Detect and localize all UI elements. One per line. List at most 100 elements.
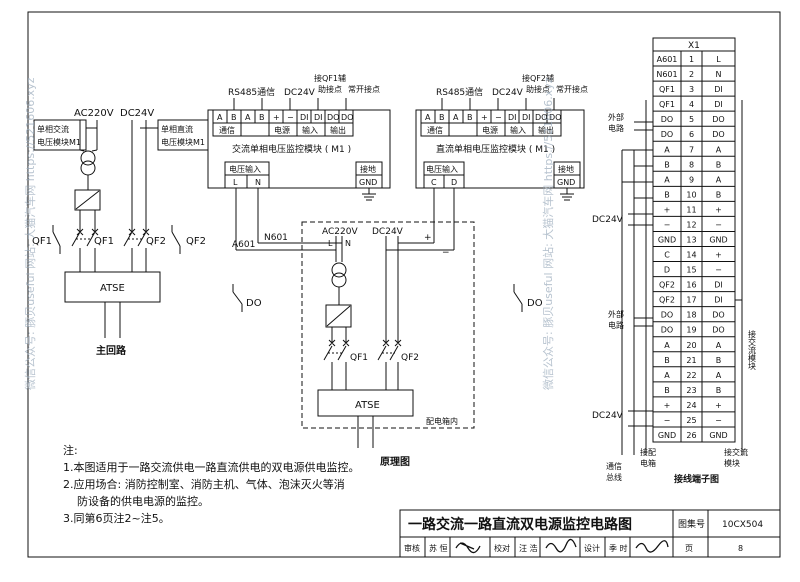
main-atse-label: ATSE	[100, 283, 125, 294]
left-do-label: DO	[246, 298, 262, 309]
terminal-right-label: GND	[709, 235, 727, 244]
title-block	[399, 509, 781, 558]
ac-group-power: 电源	[274, 125, 290, 135]
terminal-right-label: DI	[714, 100, 723, 109]
terminal-right-label: DO	[712, 130, 724, 139]
bottom-right-a: 接交流	[724, 447, 748, 457]
terminal-left-label: GND	[658, 431, 676, 440]
terminal-right-label: −	[715, 416, 722, 425]
ac-term-5: +	[273, 113, 280, 122]
ext-circuit-1-a: 外部	[608, 112, 624, 122]
terminal-number: 3	[689, 85, 694, 94]
note-1: 1.本图适用于一路交流供电一路直流供电的双电源供电监控。	[63, 461, 360, 474]
ac-module	[207, 98, 391, 201]
ext-circuit-2-a: 外部	[608, 309, 624, 319]
dc-module	[415, 98, 585, 201]
dc-group-input: 输入	[510, 125, 526, 135]
terminal-left-label: QF1	[659, 85, 675, 94]
ac-term-4: B	[259, 113, 265, 122]
terminal-number: 6	[689, 130, 694, 139]
ac-qf1-aux-label: 接QF1辅	[314, 73, 346, 83]
terminal-number: 13	[686, 235, 696, 244]
ac-term-10: DO	[341, 113, 353, 122]
ac-term-6: −	[287, 113, 294, 122]
role-check: 校对	[494, 543, 510, 553]
terminal-right-label: A	[716, 175, 722, 184]
qf1-label: QF1	[94, 236, 114, 247]
ac-dc24v-label: DC24V	[284, 88, 316, 98]
ac-ground-term: GND	[359, 178, 377, 187]
dc-ground-label: 接地	[558, 164, 574, 174]
terminal-right-label: GND	[709, 431, 727, 440]
terminal-number: 4	[689, 100, 694, 109]
terminal-number: 21	[686, 356, 696, 365]
dc-term-2: B	[439, 113, 445, 122]
schematic-ac-label: AC220V	[322, 227, 358, 237]
dc-term-8: DI	[522, 113, 531, 122]
terminal-right-label: A	[716, 371, 722, 380]
terminal-left-label: B	[664, 160, 670, 169]
terminal-number: 23	[686, 386, 696, 395]
terminal-number: 15	[686, 266, 696, 275]
terminal-number: 11	[686, 205, 696, 214]
terminal-left-label: DO	[661, 130, 673, 139]
n601-label: N601	[264, 233, 288, 243]
terminal-dc24v-1: DC24V	[592, 215, 624, 225]
terminal-right-label: B	[716, 356, 722, 365]
terminal-left-label: C	[664, 251, 670, 260]
terminal-left-label: QF1	[659, 100, 675, 109]
schematic-dc-label: DC24V	[372, 227, 404, 237]
terminal-number: 5	[689, 115, 694, 124]
terminal-left-label: A601	[657, 55, 678, 64]
ac-rs485-label: RS485通信	[228, 86, 275, 98]
terminal-left-label: A	[664, 341, 670, 350]
ac-module-name: 交流单相电压监控模块 ( M1 )	[232, 143, 351, 155]
terminal-right-label: DI	[714, 85, 723, 94]
page-label: 页	[685, 544, 693, 553]
terminal-right-label: B	[716, 160, 722, 169]
terminal-right-label: DO	[712, 311, 724, 320]
dc-terminal-letters: A B A B + − DI DI DO DO	[425, 113, 561, 122]
qf2-side-label: QF2	[186, 236, 206, 247]
terminal-left-label: DO	[661, 115, 673, 124]
main-dc-label: DC24V	[120, 108, 154, 119]
ac-group-output: 输出	[330, 125, 346, 135]
note-2-cont: 防设备的供电电源的监控。	[77, 495, 209, 508]
terminal-left-label: QF2	[659, 281, 675, 290]
dc-group-output: 输出	[538, 125, 554, 135]
right-do-label: DO	[527, 298, 543, 309]
dc-aux-contact-label: 助接点	[526, 84, 550, 94]
schematic-qf1: QF1	[350, 353, 368, 363]
signature-review	[455, 542, 481, 554]
terminal-number: 7	[689, 145, 694, 154]
terminal-right-label: −	[715, 266, 722, 275]
terminal-number: 14	[686, 251, 696, 260]
schematic-title: 原理图	[380, 456, 410, 468]
terminal-left-label: +	[664, 401, 671, 410]
ac-term-8: DI	[314, 113, 323, 122]
terminal-number: 22	[686, 371, 696, 380]
dc-input-d: D	[451, 178, 457, 187]
terminal-left-label: DO	[661, 311, 673, 320]
schematic-atse: ATSE	[355, 400, 380, 411]
ac-term-7: DI	[300, 113, 309, 122]
terminal-right-label: L	[716, 55, 721, 64]
bottom-left-a: 通信	[606, 461, 622, 471]
ac-input-n: N	[255, 178, 261, 187]
ext-circuit-1-b: 电路	[608, 123, 624, 133]
terminal-dc24v-2: DC24V	[592, 411, 624, 421]
dc-term-4: B	[467, 113, 473, 122]
terminal-left-label: +	[664, 205, 671, 214]
main-circuit	[33, 119, 243, 338]
schematic-qf2: QF2	[401, 353, 419, 363]
schematic-n: N	[345, 239, 351, 248]
name-check: 汪 浩	[519, 543, 538, 553]
terminal-left-label: A	[664, 145, 670, 154]
left-module-tag-2: 电压模块M1	[37, 137, 81, 147]
terminal-block-title: 接线端子图	[674, 473, 719, 485]
terminal-block-header: X1	[688, 41, 700, 51]
watermark-center: 微信公众号: 豚贝useful 网站: 大猫汽车网 https://521606…	[542, 77, 555, 390]
dc-term-6: −	[495, 113, 502, 122]
drawing-title: 一路交流一路直流双电源监控电路图	[408, 516, 632, 533]
main-ac-label: AC220V	[74, 108, 114, 119]
